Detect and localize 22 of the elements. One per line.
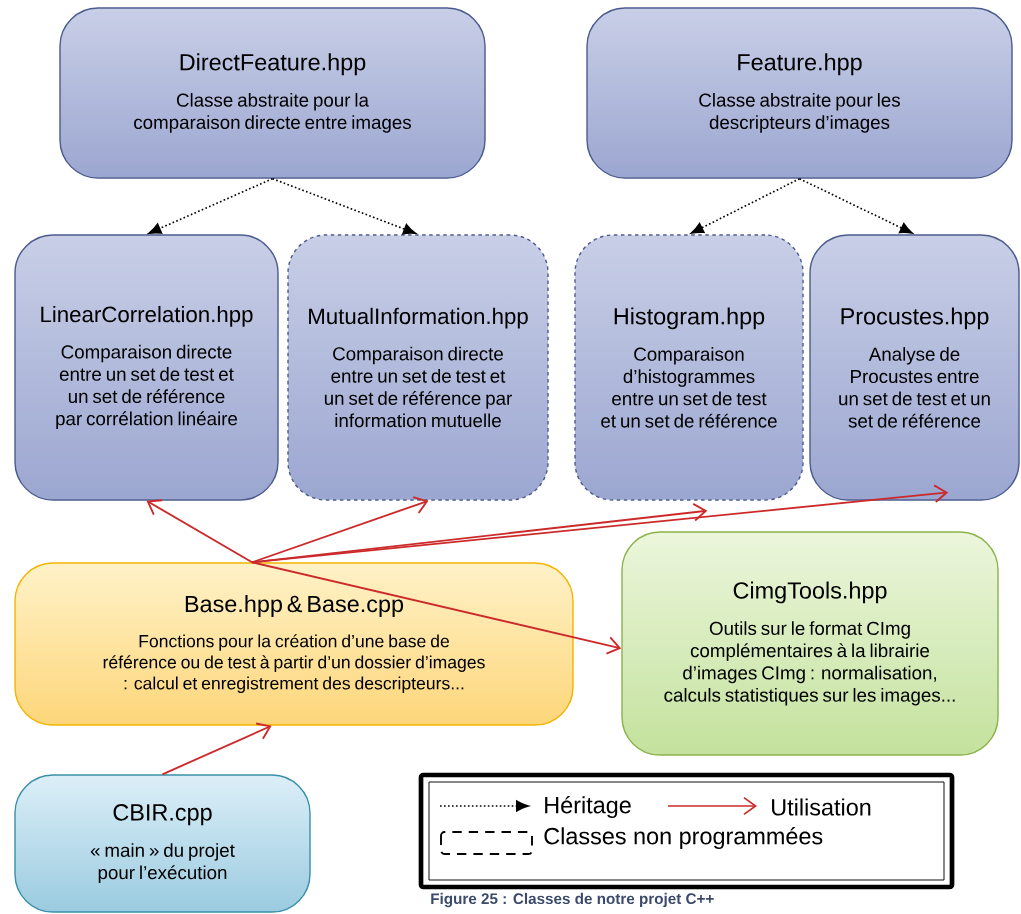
class-box: DirectFeature.hpp Classe abstraite pour la comparaison directe entre images: [59, 7, 486, 179]
class-box: Histogram.hpp Comparaison d’histogrammes entre un set de test et un set de référence: [574, 234, 804, 501]
arrow: [798, 177, 913, 234]
arrow: [251, 561, 622, 655]
arrow: [251, 484, 949, 564]
arrow: [148, 177, 274, 234]
legend-label: Héritage: [545, 795, 631, 819]
caption: Figure 25 : Classes de notre projet C++: [431, 892, 714, 908]
module-box: Base.hpp & Base.cpp Fonctions pour la création d’une base de référence ou de test à partir d’un dossier d’images : calcul et enregistrement des descripteurs...: [14, 562, 574, 726]
class-box: Feature.hpp Classe abstraite pour les descripteurs d’images: [586, 7, 1013, 179]
class-box: Procustes.hpp Analyse de Procustes entre un set de test et un set de référence: [809, 234, 1020, 501]
arrow: [271, 177, 416, 235]
arrow: [251, 496, 429, 564]
class-box: LinearCorrelation.hpp Comparaison directe entre un set de test et un set de référence par corrélation linéaire: [14, 234, 279, 501]
legend-label: Classes non programmées: [544, 826, 823, 850]
module-box: CBIR.cpp « main » du projet pour l’exécution: [14, 774, 311, 913]
module-box: CimgTools.hpp Outils sur le format CImg complémentaires à la librairie d’images CImg : normalisation, calculs statistiques sur les images...: [621, 531, 999, 756]
legend-label: Utilisation: [772, 798, 871, 816]
arrow: [146, 499, 253, 564]
arrow: [690, 177, 801, 234]
class-box: MutualInformation.hpp Comparaison directe entre un set de test et un set de référence par information mutuelle: [287, 234, 549, 501]
arrow: [161, 722, 272, 776]
